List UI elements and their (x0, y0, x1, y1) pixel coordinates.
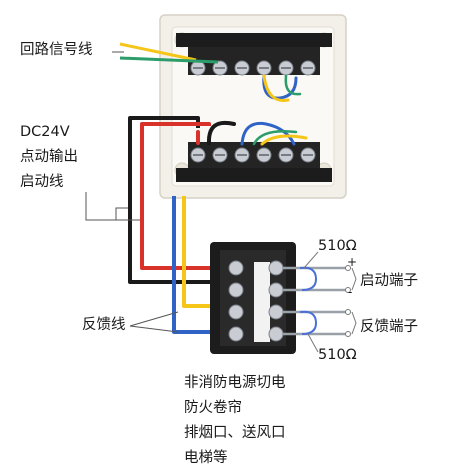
resistor-bottom-label: 510Ω (318, 347, 357, 363)
minus-label: - (348, 285, 353, 299)
resistor-top-label: 510Ω (318, 238, 357, 254)
terminal-output-wires (282, 266, 348, 336)
resistor-bottom (299, 310, 318, 335)
start-line-label: 启动线 (20, 174, 64, 190)
module-top-terminal-block (176, 33, 332, 76)
plus-label: + (347, 255, 358, 269)
feedback-line-label: 反馈线 (82, 317, 126, 333)
start-terminal-label: 启动端子 (360, 273, 418, 289)
module-bottom-terminal-block (176, 142, 332, 182)
dc24v-label: DC24V (20, 124, 70, 140)
resistor-top (299, 266, 318, 291)
terminal-points (345, 265, 351, 337)
right-brackets (303, 251, 357, 353)
leader-lines (85, 192, 179, 333)
loop-signal-wires (119, 42, 219, 64)
loop-signal-label: 回路信号线 (20, 42, 93, 58)
device-label-2: 防火卷帘 (184, 400, 242, 416)
internal-jumpers (196, 74, 308, 146)
pulse-output-label: 点动输出 (20, 149, 78, 165)
device-label-3: 排烟口、送风口 (184, 425, 286, 441)
device-label-4: 电梯等 (184, 450, 228, 466)
feedback-terminal-label: 反馈端子 (360, 319, 418, 335)
relay-base (210, 242, 296, 354)
device-label-1: 非消防电源切电 (184, 375, 286, 391)
